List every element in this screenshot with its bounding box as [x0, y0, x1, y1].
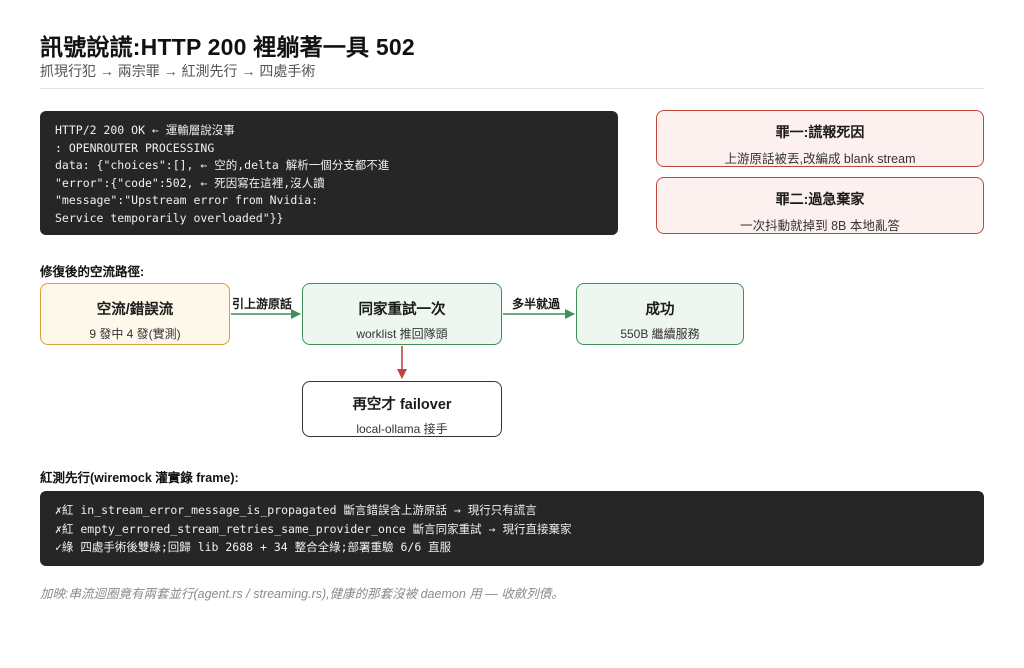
sin-two-card: 罪二:過急棄家 一次抖動就掉到 8B 本地亂答	[656, 177, 984, 234]
sin-two-title: 罪二:過急棄家	[775, 191, 865, 207]
page-title: 訊號說謊:HTTP 200 裡躺著一具 502	[40, 34, 415, 60]
header-divider	[40, 88, 984, 89]
edge-failover-arrowhead	[397, 369, 407, 379]
node-failover: 再空才 failover local-ollama 接手	[302, 381, 502, 437]
node-success-desc: 550B 繼續服務	[620, 327, 700, 341]
code-line: "error":{"code":502, ← 死因寫在這裡,沒人讀	[55, 175, 325, 190]
node-retry-title: 同家重試一次	[358, 302, 446, 318]
edge-label-more-than-half: 多半就過	[512, 297, 561, 311]
code-line: : OPENROUTER PROCESSING	[55, 140, 215, 155]
node-empty-title: 空流/錯誤流	[96, 302, 174, 318]
sin-one-title: 罪一:謊報死因	[775, 124, 865, 140]
test-line-green: ✓綠 四處手術後雙綠;回歸 lib 2688 + 34 整合全綠;部署重驗 6/…	[55, 540, 452, 554]
evidence-code-block: HTTP/2 200 OK ← 運輸層說沒事 : OPENROUTER PROC…	[40, 111, 618, 235]
red-tests-section-label: 紅測先行(wiremock 灌實錄 frame):	[40, 471, 239, 485]
test-line-red: ✗紅 in_stream_error_message_is_propagated…	[55, 503, 537, 517]
code-line: "message":"Upstream error from Nvidia:	[55, 193, 319, 208]
node-success-title: 成功	[645, 302, 675, 318]
node-failover-desc: local-ollama 接手	[356, 422, 448, 436]
node-empty-stream: 空流/錯誤流 9 發中 4 發(實測)	[40, 283, 230, 345]
code-line: data: {"choices":[], ← 空的,delta 解析一個分支都不…	[55, 158, 390, 173]
footnote: 加映:串流迴圈竟有兩套並行(agent.rs / streaming.rs),健…	[40, 587, 564, 601]
code-line: Service temporarily overloaded"}}	[55, 210, 284, 225]
code-line: HTTP/2 200 OK ← 運輸層說沒事	[55, 123, 235, 137]
sin-one-desc: 上游原話被丟,改編成 blank stream	[724, 152, 916, 166]
node-success: 成功 550B 繼續服務	[576, 283, 744, 345]
sin-one-card: 罪一:謊報死因 上游原話被丟,改編成 blank stream	[656, 110, 984, 167]
flow-section-label: 修復後的空流路徑:	[40, 265, 145, 279]
node-failover-title: 再空才 failover	[352, 397, 452, 413]
red-tests-code-block: ✗紅 in_stream_error_message_is_propagated…	[40, 491, 984, 566]
node-empty-desc: 9 發中 4 發(實測)	[89, 327, 181, 341]
node-retry-desc: worklist 推回隊頭	[356, 327, 448, 341]
node-retry-same-provider: 同家重試一次 worklist 推回隊頭	[302, 283, 502, 345]
page-subtitle: 抓現行犯 → 兩宗罪 → 紅測先行 → 四處手術	[40, 63, 316, 79]
sin-two-desc: 一次抖動就掉到 8B 本地亂答	[740, 219, 900, 233]
edge-label-quote-upstream: 引上游原話	[232, 297, 293, 311]
test-line-red: ✗紅 empty_errored_stream_retries_same_pro…	[55, 521, 572, 536]
